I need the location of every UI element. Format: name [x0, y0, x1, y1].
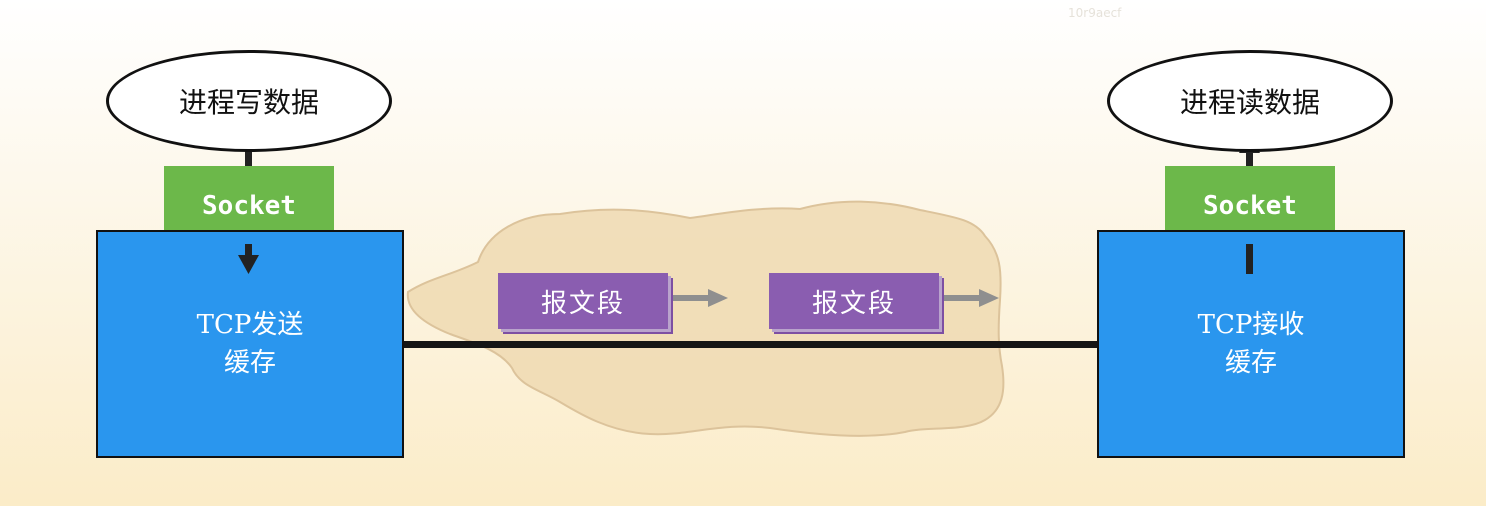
- sender-socket-label: Socket: [202, 191, 296, 221]
- receiver-process-ellipse: 进程读数据: [1107, 50, 1393, 152]
- network-cloud: [406, 200, 1005, 437]
- sender-process-label: 进程写数据: [178, 86, 319, 119]
- receiver-process-label: 进程读数据: [1179, 86, 1320, 119]
- segment-arrow-1: [673, 289, 728, 307]
- send-buffer-line1: TCP发送: [196, 310, 304, 340]
- segment-box-1: 报文段: [498, 273, 668, 329]
- receive-buffer-line2: 缓存: [1224, 348, 1277, 378]
- receiver-socket-label: Socket: [1203, 191, 1297, 221]
- segment-box-2: 报文段: [769, 273, 939, 329]
- tcp-receive-buffer: TCP接收 缓存: [1097, 230, 1405, 458]
- network-link-line: [404, 341, 1099, 348]
- receive-buffer-line1: TCP接收: [1197, 310, 1305, 340]
- segment-arrow-2: [944, 289, 999, 307]
- send-buffer-line2: 缓存: [223, 348, 276, 378]
- segment-label-1: 报文段: [540, 288, 625, 319]
- watermark: 10r9aecf: [1068, 6, 1122, 20]
- sender-process-ellipse: 进程写数据: [106, 50, 392, 152]
- tcp-send-buffer: TCP发送 缓存: [96, 230, 404, 458]
- segment-label-2: 报文段: [811, 288, 896, 319]
